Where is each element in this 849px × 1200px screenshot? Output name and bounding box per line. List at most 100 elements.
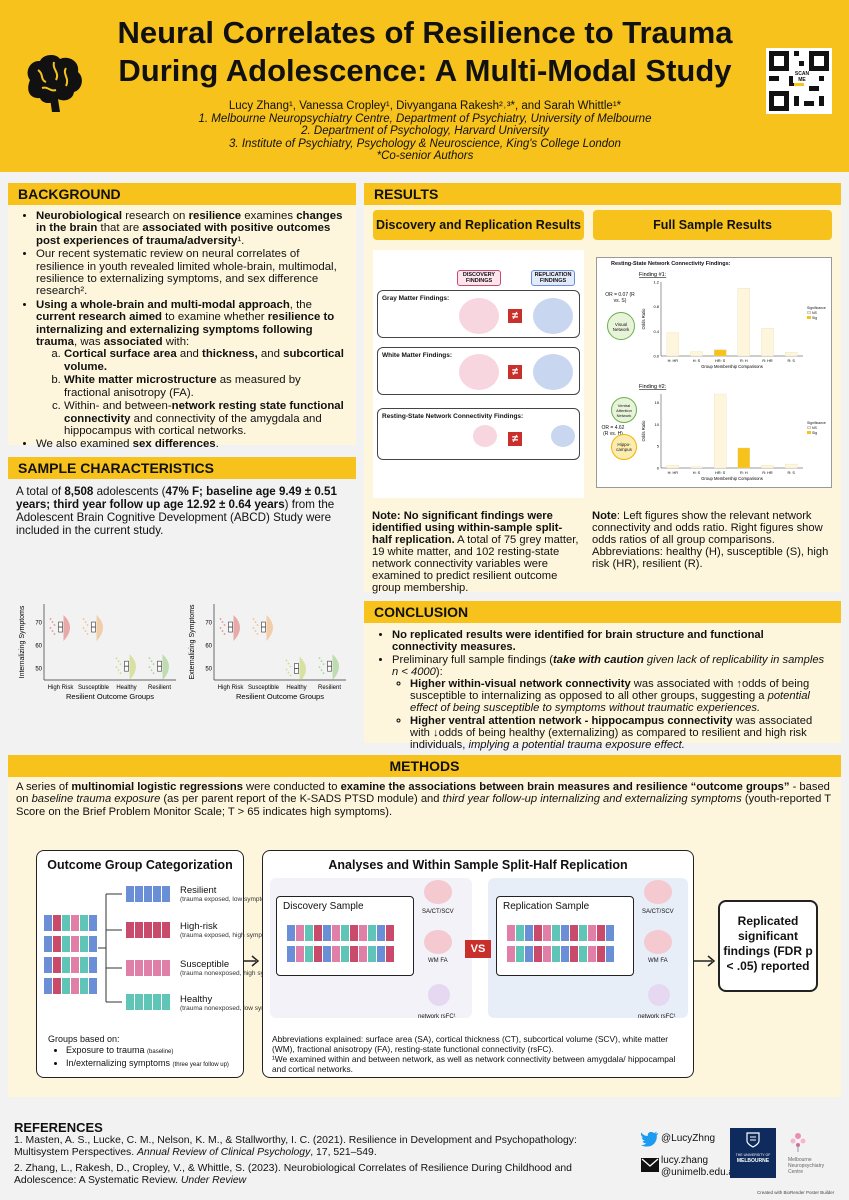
x-axis-label: Resilient Outcome Groups [236, 692, 324, 701]
bar-5 [785, 463, 798, 469]
email-icon[interactable] [641, 1158, 659, 1172]
point-0 [51, 630, 54, 632]
person-icon [516, 925, 524, 941]
qr-code[interactable]: SCAN ME [766, 48, 832, 114]
point-3 [148, 666, 151, 669]
point-1 [84, 630, 87, 632]
x-tick-label: R: H [740, 471, 748, 475]
finding1-or: OR = 0.07 (R vs. S) [605, 292, 635, 304]
conclusion-sub-2: Higher ventral attention network - hippo… [410, 715, 831, 751]
person-icon [44, 936, 52, 952]
point-0 [219, 618, 222, 620]
abbreviations-text: Abbreviations explained: surface area (S… [272, 1034, 686, 1074]
y-tick-label: 15 [655, 400, 660, 405]
density-3 [332, 654, 339, 681]
reference-1: 1. Masten, A. S., Lucke, C. M., Nelson, … [14, 1135, 577, 1158]
bar-2 [714, 393, 727, 469]
rsfc-card: Resting-State Network Connectivity Findi… [377, 408, 580, 460]
background-bullet-2: Our recent systematic review on neural c… [36, 248, 348, 298]
sample-heading: SAMPLE CHARACTERISTICS [8, 457, 356, 479]
bar-3 [737, 288, 750, 357]
repl-sa-brain-icon [644, 880, 672, 904]
person-icon [144, 960, 152, 976]
university-logo: THE UNIVERSITY OF MELBOURNE [730, 1128, 776, 1178]
results-note-1: Note: No significant findings were ident… [372, 510, 579, 594]
point-1 [252, 627, 255, 629]
person-icon [543, 946, 551, 962]
person-icon [552, 946, 560, 962]
person-icon [296, 946, 304, 962]
biorender-credit: Created with BioRender Poster Builder [757, 1190, 835, 1195]
visual-network-node: Visual Network [607, 312, 635, 340]
point-3 [152, 663, 155, 666]
density-0 [63, 615, 70, 642]
person-icon [597, 925, 605, 941]
x-tick-label: HR: S [715, 359, 726, 363]
twitter-handle[interactable]: @LucyZhng [661, 1133, 716, 1144]
person-icon [323, 925, 331, 941]
y-tick-label: 10 [655, 422, 660, 427]
person-icon [89, 978, 97, 994]
rsfc-not-equal-icon: ≠ [508, 432, 522, 446]
discovery-sample-label: Discovery Sample [283, 901, 364, 912]
person-icon [126, 922, 134, 938]
point-3 [150, 669, 153, 672]
disc-wm-brain-icon [424, 930, 452, 954]
conclusion-list: No replicated results were identified fo… [364, 629, 831, 751]
background-bullet-1: Neurobiological research on resilience e… [36, 210, 348, 247]
person-icon [359, 946, 367, 962]
group-healthy: Healthy(trauma nonexposed, low symptoms) [180, 994, 287, 1012]
person-icon [606, 946, 614, 962]
density-0 [233, 615, 240, 642]
panel-full-sample-title: Full Sample Results [593, 210, 832, 240]
background-box: Neurobiological research on resilience e… [8, 205, 356, 450]
y-tick-label: 0 [657, 466, 660, 471]
panel-discovery-title: Discovery and Replication Results [373, 210, 584, 240]
person-icon [350, 946, 358, 962]
twitter-icon[interactable] [641, 1131, 659, 1147]
person-icon [44, 915, 52, 931]
footnote-line: ¹We examined within and between network,… [272, 1054, 676, 1074]
person-icon [525, 946, 533, 962]
point-2 [115, 666, 118, 669]
person-icon [507, 946, 515, 962]
email-address[interactable]: lucy.zhang@unimelb.edu.au [661, 1155, 740, 1179]
person-icon [287, 925, 295, 941]
x-tick-label: R: S [787, 471, 795, 475]
person-icon [80, 936, 88, 952]
replication-sample-box: Replication Sample [496, 896, 634, 976]
disc-measure-1: SA/CT/SCV [422, 909, 454, 915]
conclusion-heading: CONCLUSION [364, 601, 841, 623]
point-3 [320, 669, 323, 672]
person-icon [368, 925, 376, 941]
wm-discovery-brain-icon [459, 354, 499, 390]
title-line-2: During Adolescence: A Multi-Modal Study [118, 53, 732, 88]
y-tick-label: 50 [35, 666, 42, 672]
gray-matter-title: Gray Matter Findings: [382, 295, 450, 302]
legend-1-sig: Sig [807, 316, 826, 321]
person-icon [305, 925, 313, 941]
person-icon [71, 936, 79, 952]
y-tick-label: 60 [205, 643, 212, 649]
person-icon [350, 925, 358, 941]
conclusion-sub-1: Higher within-visual network connectivit… [410, 678, 831, 714]
point-1 [256, 633, 259, 635]
x-axis-label: Group Membership Comparisons [701, 364, 763, 369]
point-1 [82, 627, 85, 629]
conclusion-bullet-2: Preliminary full sample findings (take w… [392, 654, 831, 751]
x-tick-label: H: HR [668, 359, 679, 363]
background-bullet-3: Using a whole-brain and multi-modal appr… [36, 299, 348, 437]
person-icon [323, 946, 331, 962]
reference-2: 2. Zhang, L., Rakesh, D., Cropley, V., &… [14, 1163, 572, 1186]
point-0 [221, 621, 224, 623]
person-icon [579, 925, 587, 941]
person-icon [44, 978, 52, 994]
person-icon [287, 946, 295, 962]
person-icon [135, 886, 143, 902]
poster-header: Neural Correlates of Resilience to Traum… [0, 0, 849, 172]
mnc-flower-icon [790, 1133, 806, 1152]
group-susceptible: Susceptible(trauma nonexposed, high symp… [180, 959, 290, 977]
person-icon [144, 886, 152, 902]
